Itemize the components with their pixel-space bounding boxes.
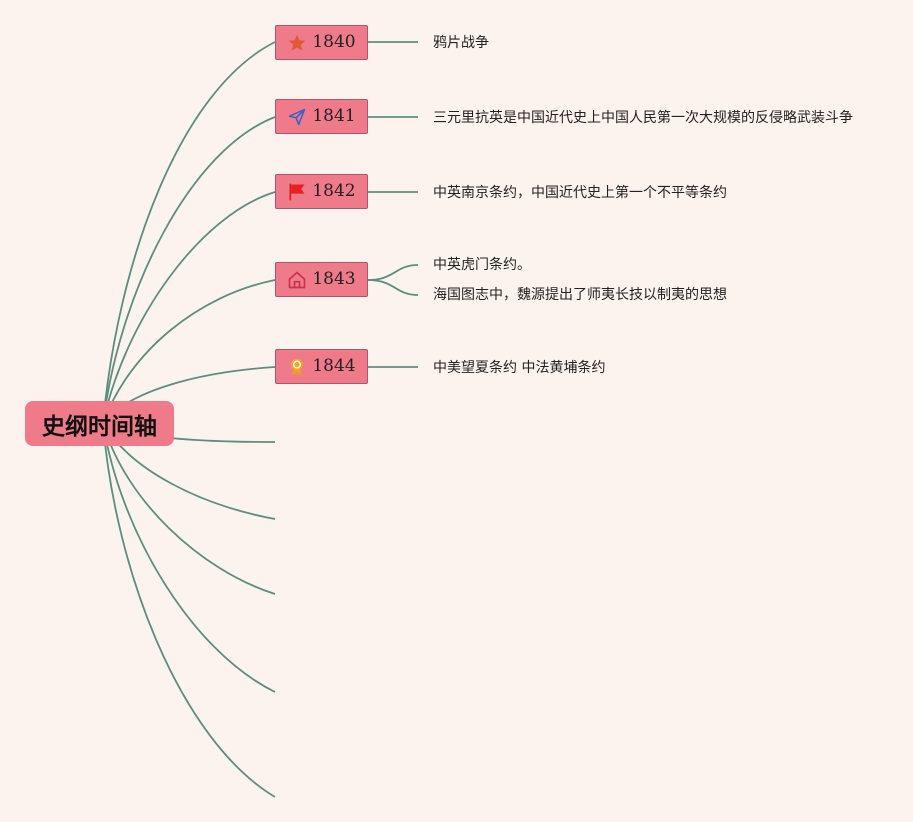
event-1843-1[interactable]: 中英虎门条约。 [433, 257, 531, 273]
award-ribbon-icon [287, 357, 307, 377]
topic-1843[interactable]: 1843 [275, 262, 368, 297]
connector-1843-event-2 [367, 279, 419, 296]
home-icon [287, 270, 307, 290]
topic-1844[interactable]: 1844 [275, 349, 368, 384]
root-topic[interactable]: 史纲时间轴 [25, 401, 174, 446]
topic-1842-label: 1842 [312, 181, 356, 201]
connector-root-1843 [102, 279, 276, 424]
connector-empty-branch [102, 422, 276, 798]
topic-1840[interactable]: 1840 [275, 25, 368, 60]
star-icon [287, 33, 307, 53]
topic-1841[interactable]: 1841 [275, 99, 368, 134]
connector-root-1840 [102, 41, 276, 424]
event-1841-1[interactable]: 三元里抗英是中国近代史上中国人民第一次大规模的反侵略武装斗争 [433, 110, 853, 126]
connector-1843-event-1 [367, 264, 419, 281]
event-1844-1[interactable]: 中美望夏条约 中法黄埔条约 [433, 360, 606, 376]
topic-1840-label: 1840 [312, 32, 356, 52]
connector-root-1842 [102, 191, 276, 424]
connector-empty-branch [102, 422, 276, 595]
flag-icon [287, 182, 307, 202]
event-1842-1[interactable]: 中英南京条约，中国近代史上第一个不平等条约 [433, 185, 727, 201]
connector-root-1841 [102, 116, 276, 424]
topic-1841-label: 1841 [312, 106, 356, 126]
event-1843-2[interactable]: 海国图志中，魏源提出了师夷长技以制夷的思想 [433, 287, 727, 303]
paper-plane-icon [287, 107, 307, 127]
connector-empty-branch [102, 422, 276, 693]
topic-1844-label: 1844 [312, 356, 356, 376]
root-topic-label: 史纲时间轴 [42, 413, 157, 440]
topic-1843-label: 1843 [312, 269, 356, 289]
topic-1842[interactable]: 1842 [275, 174, 368, 209]
event-1840-1[interactable]: 鸦片战争 [433, 35, 489, 51]
